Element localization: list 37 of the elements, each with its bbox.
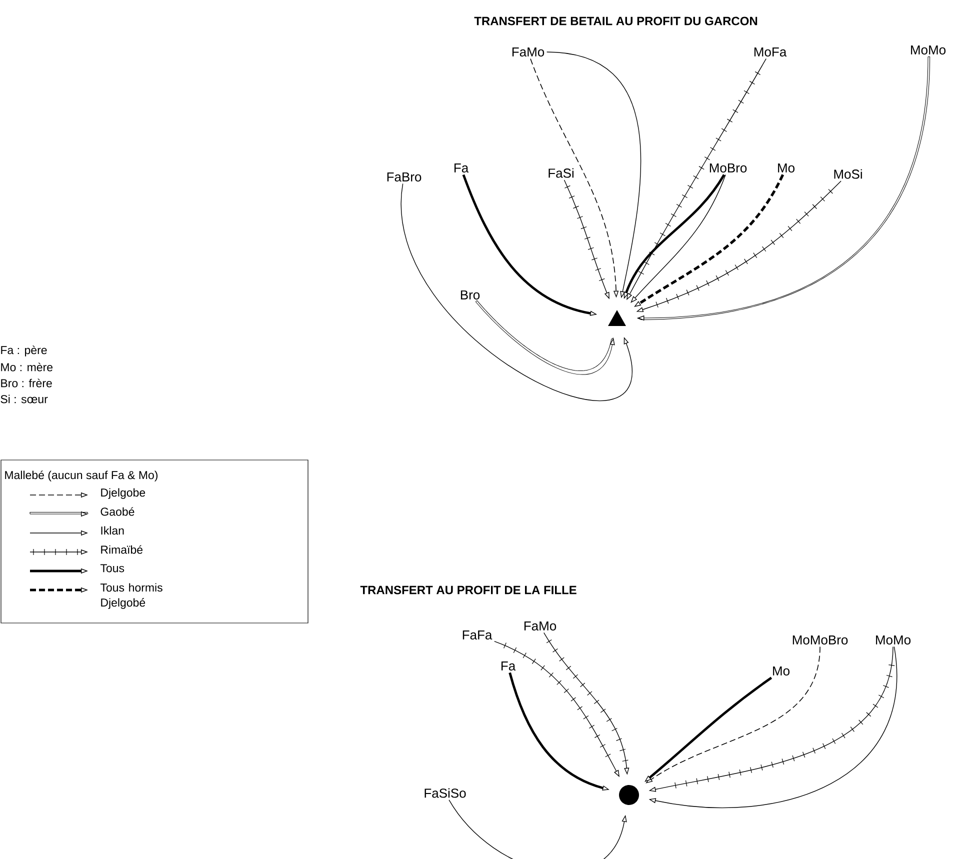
kin-label: MoMoBro xyxy=(792,635,848,645)
kin-label: FaSiSo xyxy=(424,788,466,798)
kin-label: Fa xyxy=(502,661,516,671)
kin-label: MoBro xyxy=(710,163,747,173)
arrow xyxy=(636,56,930,321)
abbreviation-key: Si : sœur xyxy=(0,394,48,404)
kin-label: MoSi xyxy=(834,169,862,179)
legend-entry: Tous xyxy=(100,564,124,572)
abbreviation-key: Bro : frère xyxy=(1,378,52,388)
kin-label: Mo xyxy=(773,666,790,676)
legend-entry: Rimaïbé xyxy=(101,545,142,554)
heading: TRANSFERT DE BETAIL AU PROFIT DU GARCON xyxy=(474,16,758,26)
triangle-symbol xyxy=(608,310,626,326)
kin-label: MoMo xyxy=(911,45,946,55)
heading: TRANSFERT AU PROFIT DE LA FILLE xyxy=(360,586,576,594)
kin-label: Mo xyxy=(778,163,794,173)
kin-label: Bro xyxy=(460,290,480,300)
arrow xyxy=(475,300,615,375)
kin-label: Fa xyxy=(454,163,469,173)
kin-label: MoMo xyxy=(876,635,911,645)
legend-entry: Gaobé xyxy=(100,507,134,516)
arrow xyxy=(448,800,627,859)
kin-label: FaFa xyxy=(462,630,492,640)
kin-label: FaMo xyxy=(524,621,556,631)
arrow xyxy=(402,183,632,400)
kin-label: MoFa xyxy=(754,47,787,57)
kin-label: FaMo xyxy=(512,47,544,57)
legend-entry: Djelgobe xyxy=(101,488,146,499)
arrow xyxy=(644,676,772,782)
legend-heading: Mallebé (aucun sauf Fa & Mo) xyxy=(5,470,158,482)
abbreviation-key: Mo : mère xyxy=(1,362,52,372)
kin-label: FaBro xyxy=(387,172,422,182)
legend-entry: Iklan xyxy=(101,526,124,535)
circle-symbol xyxy=(619,785,639,805)
legend-entry: Tous hormis Djelgobé xyxy=(100,583,162,609)
abbreviation-key: Fa : père xyxy=(1,346,47,356)
kin-label: FaSi xyxy=(548,168,574,178)
